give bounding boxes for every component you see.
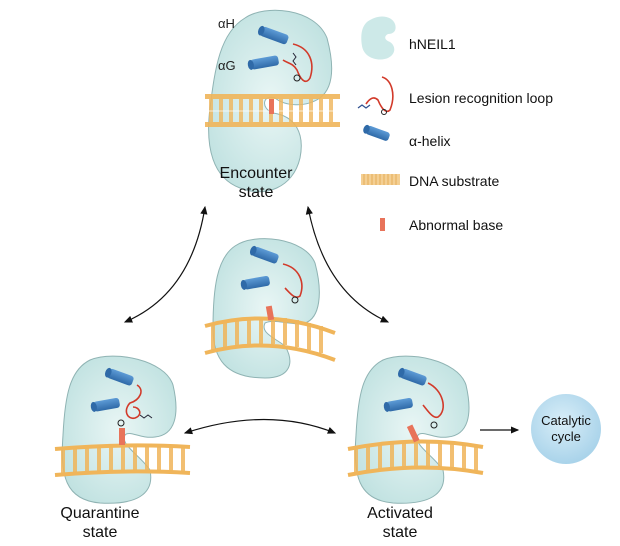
dna-substrate <box>347 439 484 477</box>
catalytic-label-line2: cycle <box>551 429 581 444</box>
helix <box>240 275 270 290</box>
helix <box>383 397 413 412</box>
activated-state-protein <box>347 355 484 504</box>
lesion-recognition-loop <box>282 43 313 83</box>
helix-alpha-h <box>257 25 289 45</box>
dna-substrate <box>54 443 191 477</box>
lesion-recognition-loop <box>422 382 444 419</box>
protein-shape-icon <box>361 16 396 60</box>
alpha-g-label: αG <box>218 58 236 73</box>
legend-label-loop: Lesion recognition loop <box>409 90 553 106</box>
activated-label-line1: Activated <box>367 505 433 522</box>
legend-label-dna: DNA substrate <box>409 173 500 189</box>
activated-label-line2: state <box>382 524 418 541</box>
quarantine-label-line2: state <box>82 524 118 541</box>
lesion-recognition-loop <box>282 263 303 298</box>
helix <box>90 397 120 412</box>
abnormal-base <box>119 428 125 445</box>
abnormal-base <box>269 99 274 114</box>
encounter-state-protein <box>205 9 340 193</box>
legend-label-abnormal-base: Abnormal base <box>409 217 504 233</box>
activated-state-label: Activated state <box>340 504 460 542</box>
legend-label-helix: α-helix <box>409 133 451 149</box>
quarantine-label-line1: Quarantine <box>60 505 140 522</box>
encounter-state-label: Encounter state <box>196 164 316 202</box>
catalytic-cycle-circle <box>531 394 601 464</box>
arrow-quarantine-activated <box>183 418 337 435</box>
catalytic-cycle-label: Catalytic cycle <box>531 413 601 445</box>
lesion-recognition-loop <box>125 384 142 420</box>
legend <box>357 16 400 231</box>
helix-cylinder-icon <box>363 124 390 141</box>
dna-substrate <box>204 316 336 362</box>
arrow-encounter-activated <box>305 205 390 323</box>
quarantine-state-label: Quarantine state <box>30 504 170 542</box>
intermediate-state-protein <box>204 238 336 379</box>
helix <box>249 245 279 264</box>
arrow-encounter-quarantine <box>123 205 208 323</box>
helix-alpha-g <box>247 55 279 70</box>
loop-icon <box>365 76 394 113</box>
helix <box>397 367 427 386</box>
quarantine-state-protein <box>54 355 191 504</box>
alpha-h-label: αH <box>218 16 235 31</box>
catalytic-label-line1: Catalytic <box>541 413 591 428</box>
abnormal-base <box>406 424 420 443</box>
encounter-label-line1: Encounter <box>219 165 293 182</box>
helix <box>104 367 134 386</box>
dna-ladder-icon <box>361 174 400 185</box>
encounter-label-line2: state <box>238 184 274 201</box>
abnormal-base-icon <box>380 218 385 231</box>
legend-label-hneil1: hNEIL1 <box>409 36 456 52</box>
abnormal-base <box>265 305 275 321</box>
